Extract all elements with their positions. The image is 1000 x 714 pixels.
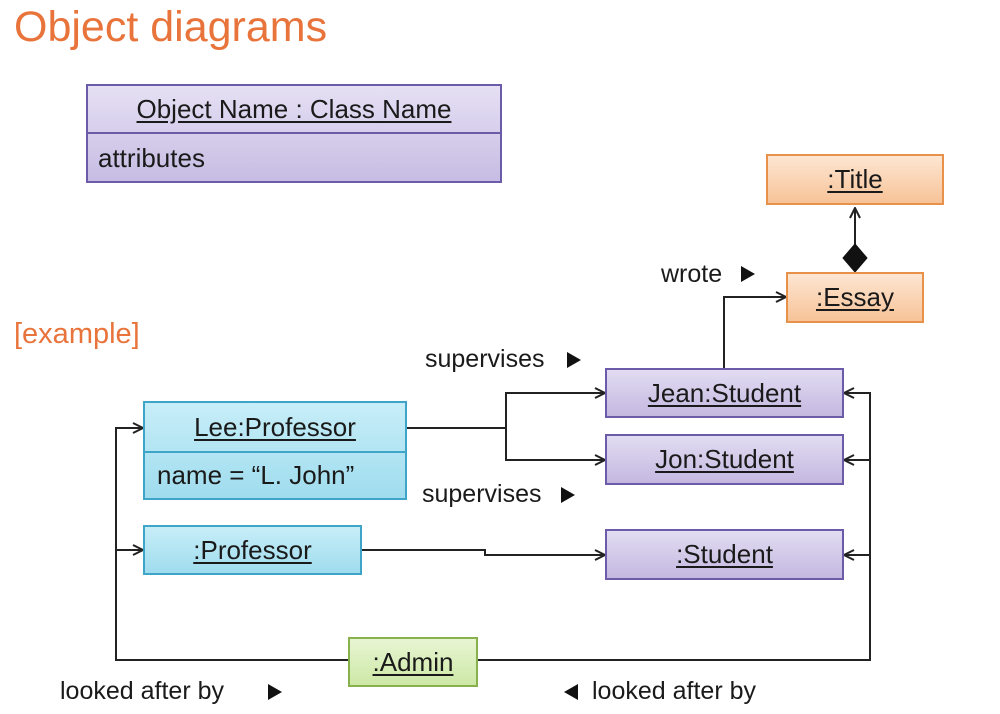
- wrote-line: [723, 297, 786, 368]
- lee-professor-divider: [145, 451, 405, 453]
- page-title: Object diagrams: [14, 3, 328, 51]
- supervises-label-top: supervises: [425, 345, 545, 373]
- professor-object: :Professor: [143, 525, 362, 575]
- example-label: [example]: [14, 318, 140, 350]
- supervises-direction-icon-bottom: [561, 487, 575, 503]
- supervises-direction-icon-top: [567, 352, 581, 368]
- looked-after-label-right: looked after by: [592, 677, 756, 705]
- legend-box: Object Name : Class Name attributes: [86, 84, 502, 183]
- professor-object-label: :Professor: [193, 534, 312, 565]
- essay-object: :Essay: [786, 272, 924, 323]
- supervises-line-jon: [505, 428, 605, 460]
- jon-student-object: Jon:Student: [605, 434, 844, 485]
- legend-header-text: Object Name : Class Name: [136, 93, 452, 124]
- wrote-direction-icon: [741, 266, 755, 282]
- looked-after-direction-icon-right: [564, 684, 578, 700]
- legend-header: Object Name : Class Name: [88, 86, 500, 132]
- lee-professor-object: Lee:Professor name = “L. John”: [143, 401, 407, 500]
- professor-student-line: [362, 549, 605, 555]
- admin-object-label: :Admin: [372, 646, 454, 677]
- legend-divider: [88, 132, 500, 134]
- title-object: :Title: [766, 154, 944, 205]
- title-object-label: :Title: [827, 164, 883, 194]
- wrote-label: wrote: [661, 260, 723, 288]
- essay-object-label: :Essay: [815, 282, 895, 312]
- composition-diamond: [842, 243, 868, 273]
- looked-after-line-lee: [115, 428, 348, 661]
- legend-body: attributes: [98, 143, 205, 173]
- jean-student-label: Jean:Student: [647, 377, 802, 408]
- supervises-label-bottom: supervises: [422, 480, 542, 508]
- student-object-label: :Student: [676, 539, 773, 569]
- student-object: :Student: [605, 529, 844, 580]
- lee-professor-label: Lee:Professor: [194, 411, 356, 442]
- jon-student-label: Jon:Student: [655, 444, 794, 474]
- admin-object: :Admin: [348, 637, 478, 687]
- looked-after-direction-icon-left: [268, 684, 282, 700]
- looked-after-label-left: looked after by: [60, 677, 224, 705]
- lee-professor-attribute: name = “L. John”: [157, 460, 355, 490]
- looked-after-line-jean: [478, 393, 871, 661]
- jean-student-object: Jean:Student: [605, 368, 844, 418]
- supervises-line-jean: [407, 393, 605, 429]
